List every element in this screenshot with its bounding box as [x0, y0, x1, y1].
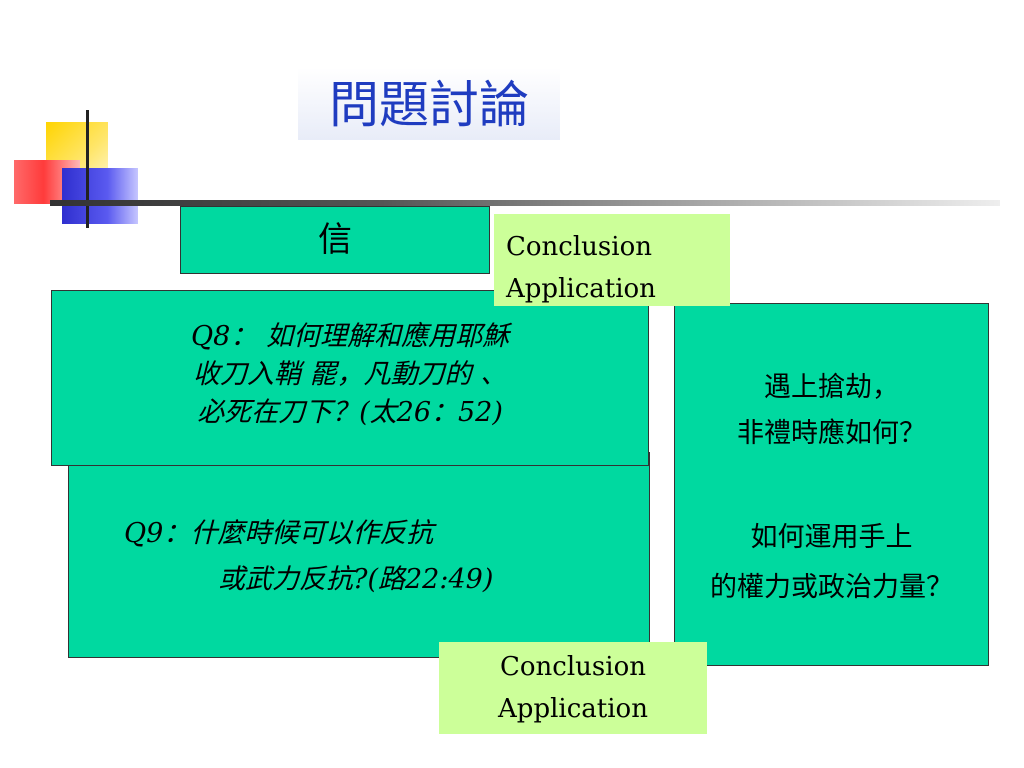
- conclusion-top-line2: Application: [506, 274, 656, 304]
- conclusion-box-top: Conclusion Application: [494, 214, 730, 306]
- right-panel-line2: 非禮時應如何？: [737, 418, 926, 449]
- q9-line1: Q9：什麼時候可以作反抗: [124, 518, 434, 549]
- q8-line1: Q8： 如何理解和應用耶穌: [191, 321, 509, 352]
- decorative-vertical-line: [86, 110, 89, 228]
- q8-line3: 必死在刀下？(太26：52): [197, 397, 503, 428]
- q8-question: Q8： 如何理解和應用耶穌 收刀入鞘 罷，凡動刀的 、 必死在刀下？(太26：5…: [51, 318, 649, 432]
- faith-label: 信: [318, 220, 352, 260]
- conclusion-top-line1: Conclusion: [506, 232, 652, 262]
- q8-line2: 收刀入鞘 罷，凡動刀的 、: [192, 359, 508, 390]
- right-panel-line3: 如何運用手上: [750, 522, 913, 553]
- page-title: 問題討論: [329, 76, 529, 134]
- faith-box: [180, 206, 490, 274]
- conclusion-box-bottom: Conclusion Application: [439, 642, 707, 734]
- conclusion-bottom-line1: Conclusion: [500, 652, 646, 682]
- right-panel-box: [674, 303, 989, 666]
- right-panel-line4: 的權力或政治力量？: [710, 572, 953, 603]
- q8-box: [51, 290, 649, 466]
- decorative-blue-square: [62, 168, 138, 224]
- title-underline-bar: [50, 200, 1000, 206]
- q9-line2: 或武力反抗?(路22:49): [218, 564, 494, 595]
- q9-box: [68, 452, 650, 658]
- title-background: [298, 68, 560, 140]
- conclusion-bottom-line2: Application: [498, 694, 648, 724]
- right-panel-line1: 遇上搶劫，: [764, 372, 899, 403]
